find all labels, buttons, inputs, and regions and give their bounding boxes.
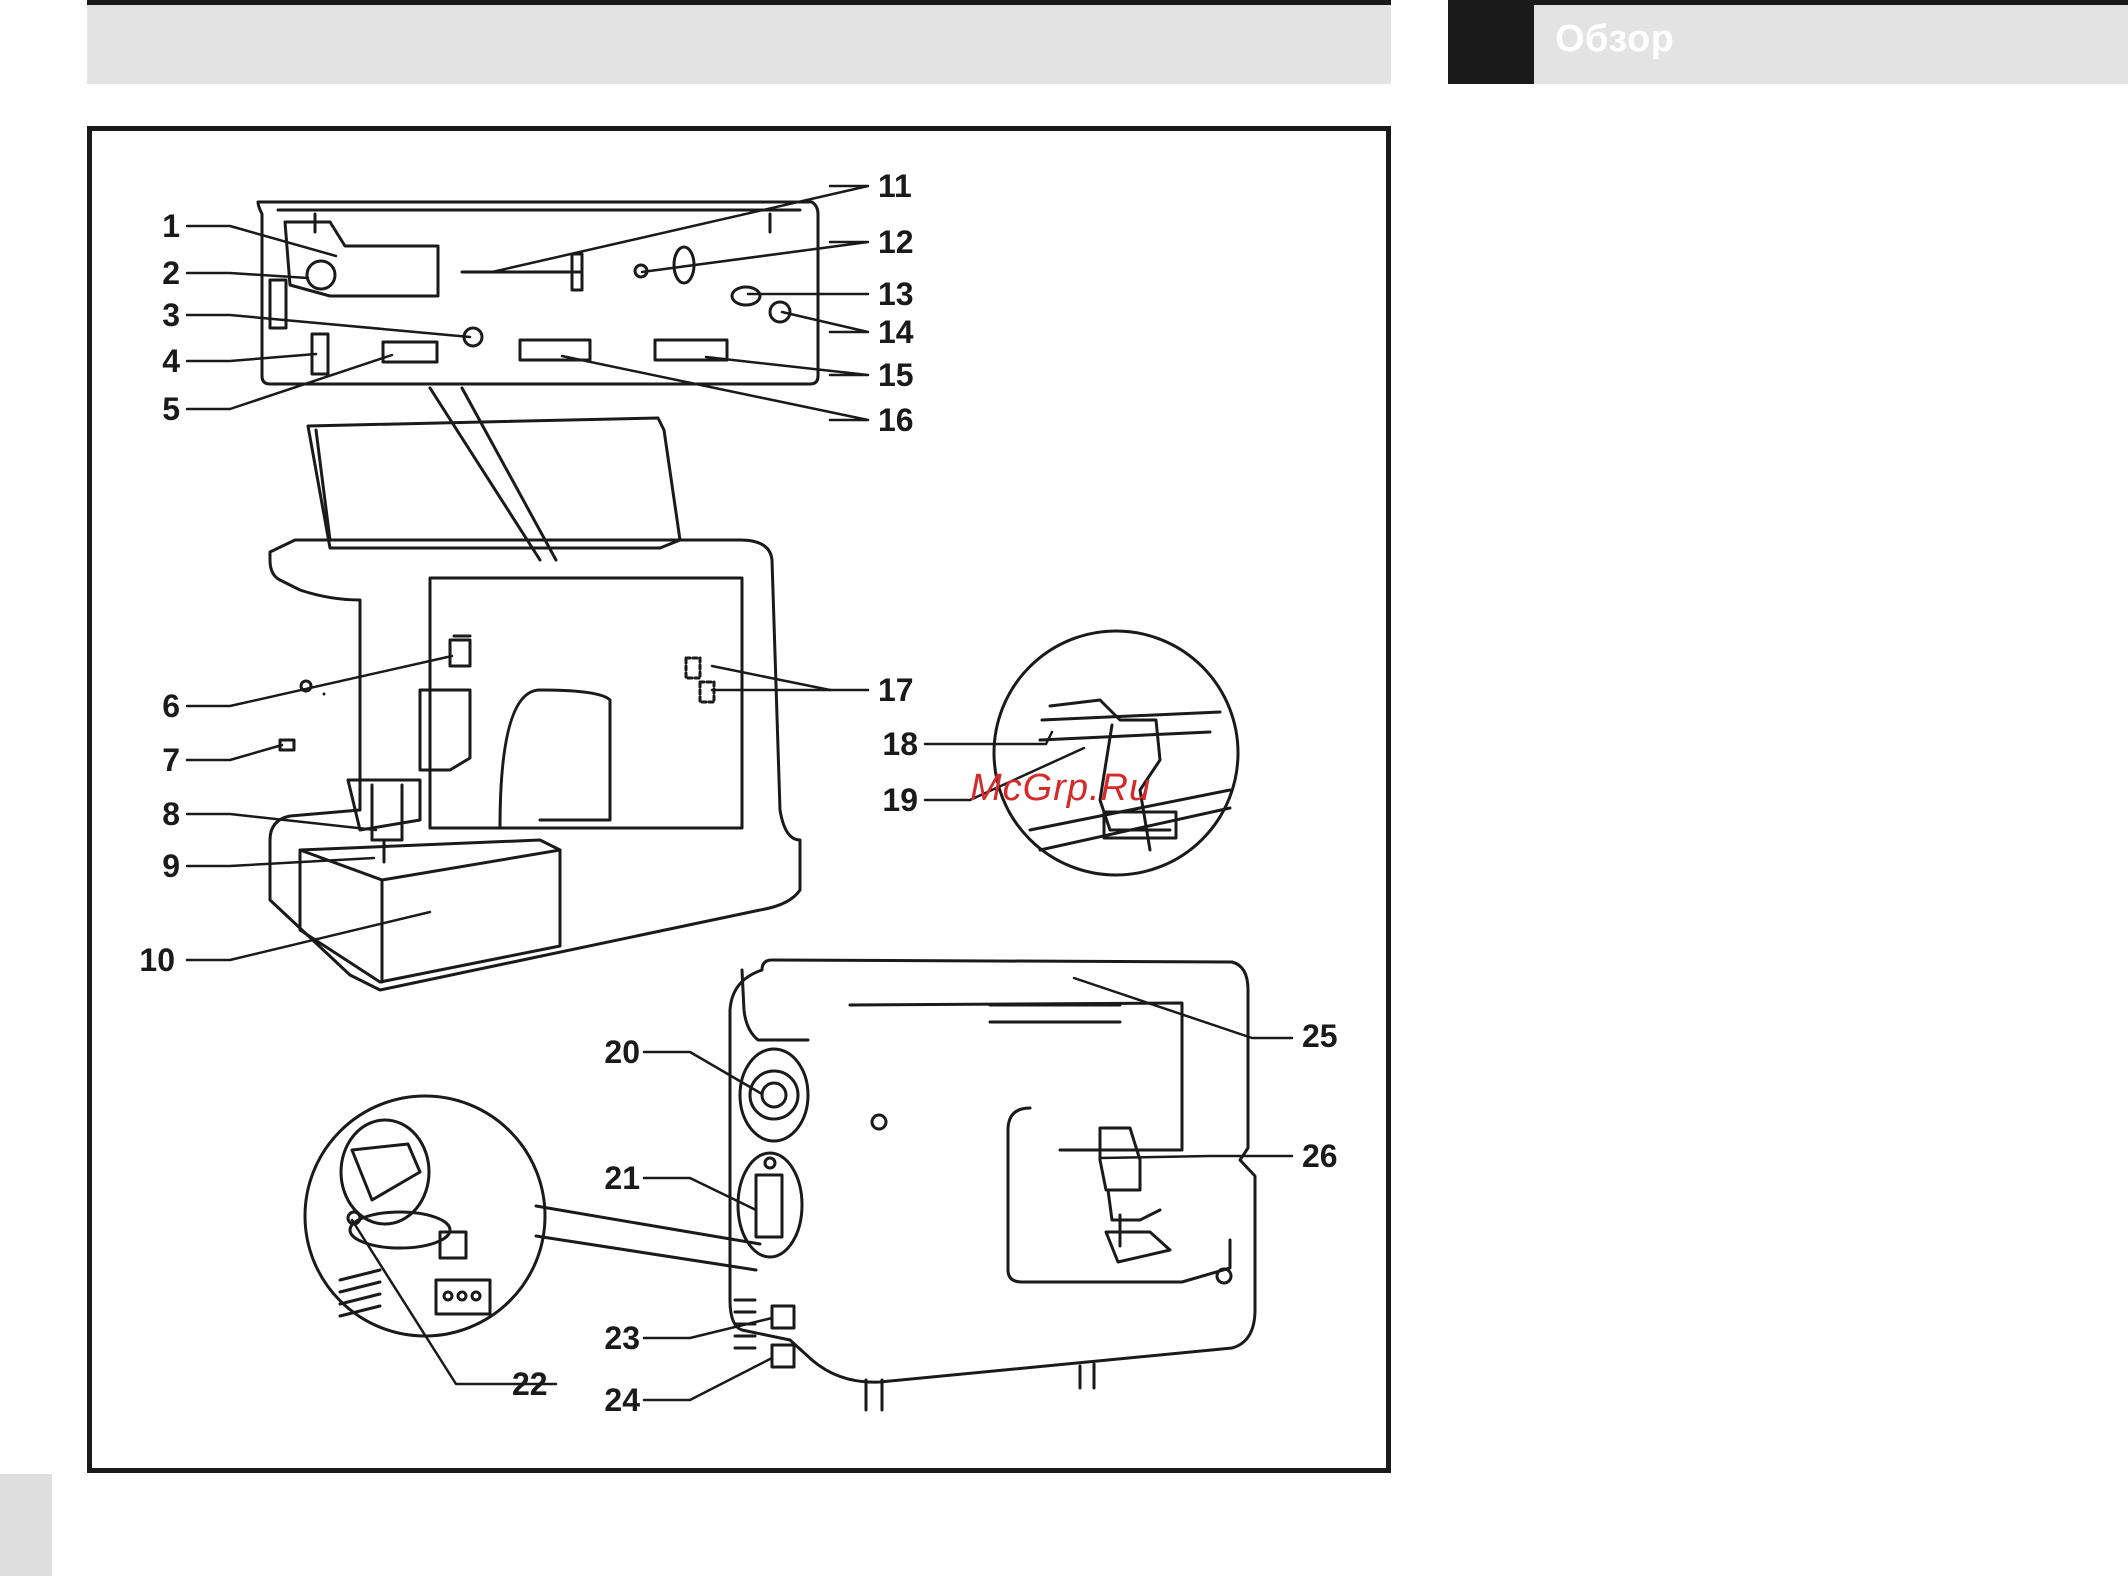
callout-4: 4 (120, 345, 180, 377)
callout-15: 15 (878, 359, 914, 391)
callout-23: 23 (580, 1322, 640, 1354)
callout-9: 9 (120, 850, 180, 882)
callout-7: 7 (120, 744, 180, 776)
callout-5: 5 (120, 393, 180, 425)
machine-rear-illustration (730, 960, 1255, 1410)
callout-13: 13 (878, 278, 914, 310)
callout-26: 26 (1302, 1140, 1338, 1172)
callout-24: 24 (580, 1384, 640, 1416)
power-switch-detail (305, 1096, 760, 1336)
page-corner-tab (0, 1474, 52, 1576)
callout-25: 25 (1302, 1020, 1338, 1052)
watermark: McGrp.Ru (970, 767, 1151, 810)
callout-1: 1 (120, 210, 180, 242)
top-panel-illustration (258, 202, 818, 384)
callout-6: 6 (120, 690, 180, 722)
callout-20: 20 (580, 1036, 640, 1068)
callout-3: 3 (120, 299, 180, 331)
callout-11: 11 (878, 170, 912, 202)
callout-10: 10 (115, 944, 175, 976)
callout-14: 14 (878, 316, 914, 348)
callout-17: 17 (878, 674, 914, 706)
presser-foot-detail (994, 631, 1238, 875)
callout-21: 21 (580, 1162, 640, 1194)
callout-12: 12 (878, 226, 914, 258)
callout-16: 16 (878, 404, 914, 436)
callout-18: 18 (858, 728, 918, 760)
callout-22: 22 (512, 1368, 548, 1400)
callout-19: 19 (858, 784, 918, 816)
callout-2: 2 (120, 257, 180, 289)
callout-8: 8 (120, 798, 180, 830)
